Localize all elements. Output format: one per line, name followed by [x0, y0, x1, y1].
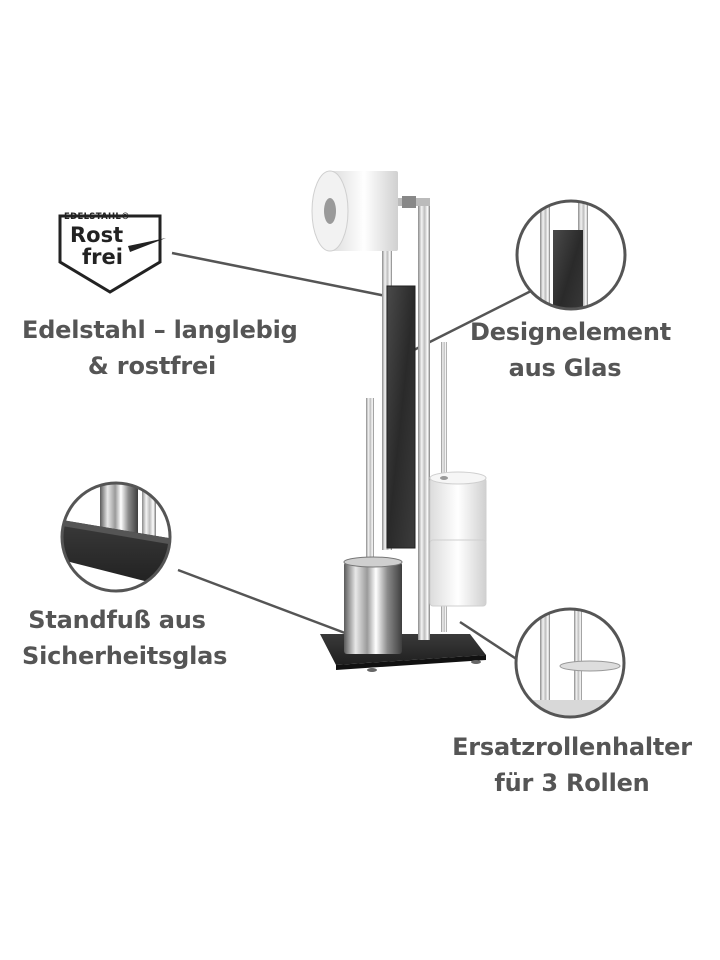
toilet-roll-top	[311, 170, 398, 252]
feature-stainless-line1: Edelstahl – langlebig	[22, 316, 298, 344]
feature-spare-line1: Ersatzrollenhalter	[452, 733, 692, 761]
seal-edelstahl-text: EDELSTAHL®	[64, 212, 130, 222]
feature-base-line2: Sicherheitsglas	[22, 642, 228, 670]
feature-base-line1: Standfuß aus	[28, 606, 206, 634]
glass-panel	[386, 285, 416, 549]
seal-rostfrei-text: Rost frei	[70, 224, 123, 268]
detail-circle-glass	[515, 199, 627, 311]
spare-roll-holder	[429, 342, 487, 632]
feature-label-spare: Ersatzrollenhalter für 3 Rollen	[448, 729, 696, 801]
feature-spare-line2: für 3 Rollen	[494, 769, 650, 797]
callout-line-spare	[459, 620, 519, 662]
feature-stainless-line2: & rostfrei	[87, 352, 217, 380]
feature-glass-line1: Designelement	[470, 318, 672, 346]
rostfrei-seal	[58, 214, 166, 294]
seal-line-rost: Rost	[70, 223, 124, 247]
feature-label-glass: Designelement aus Glas	[470, 314, 672, 386]
feature-glass-line2: aus Glas	[508, 354, 622, 382]
seal-line-frei: frei	[82, 245, 123, 269]
toilet-brush	[343, 398, 403, 654]
callout-line-stainless	[171, 251, 387, 298]
feature-label-base: Standfuß aus Sicherheitsglas	[22, 602, 228, 674]
feature-label-stainless: Edelstahl – langlebig & rostfrei	[22, 312, 298, 384]
detail-circle-base	[60, 481, 172, 593]
callout-line-base	[177, 568, 346, 635]
detail-circle-spare	[514, 607, 626, 719]
